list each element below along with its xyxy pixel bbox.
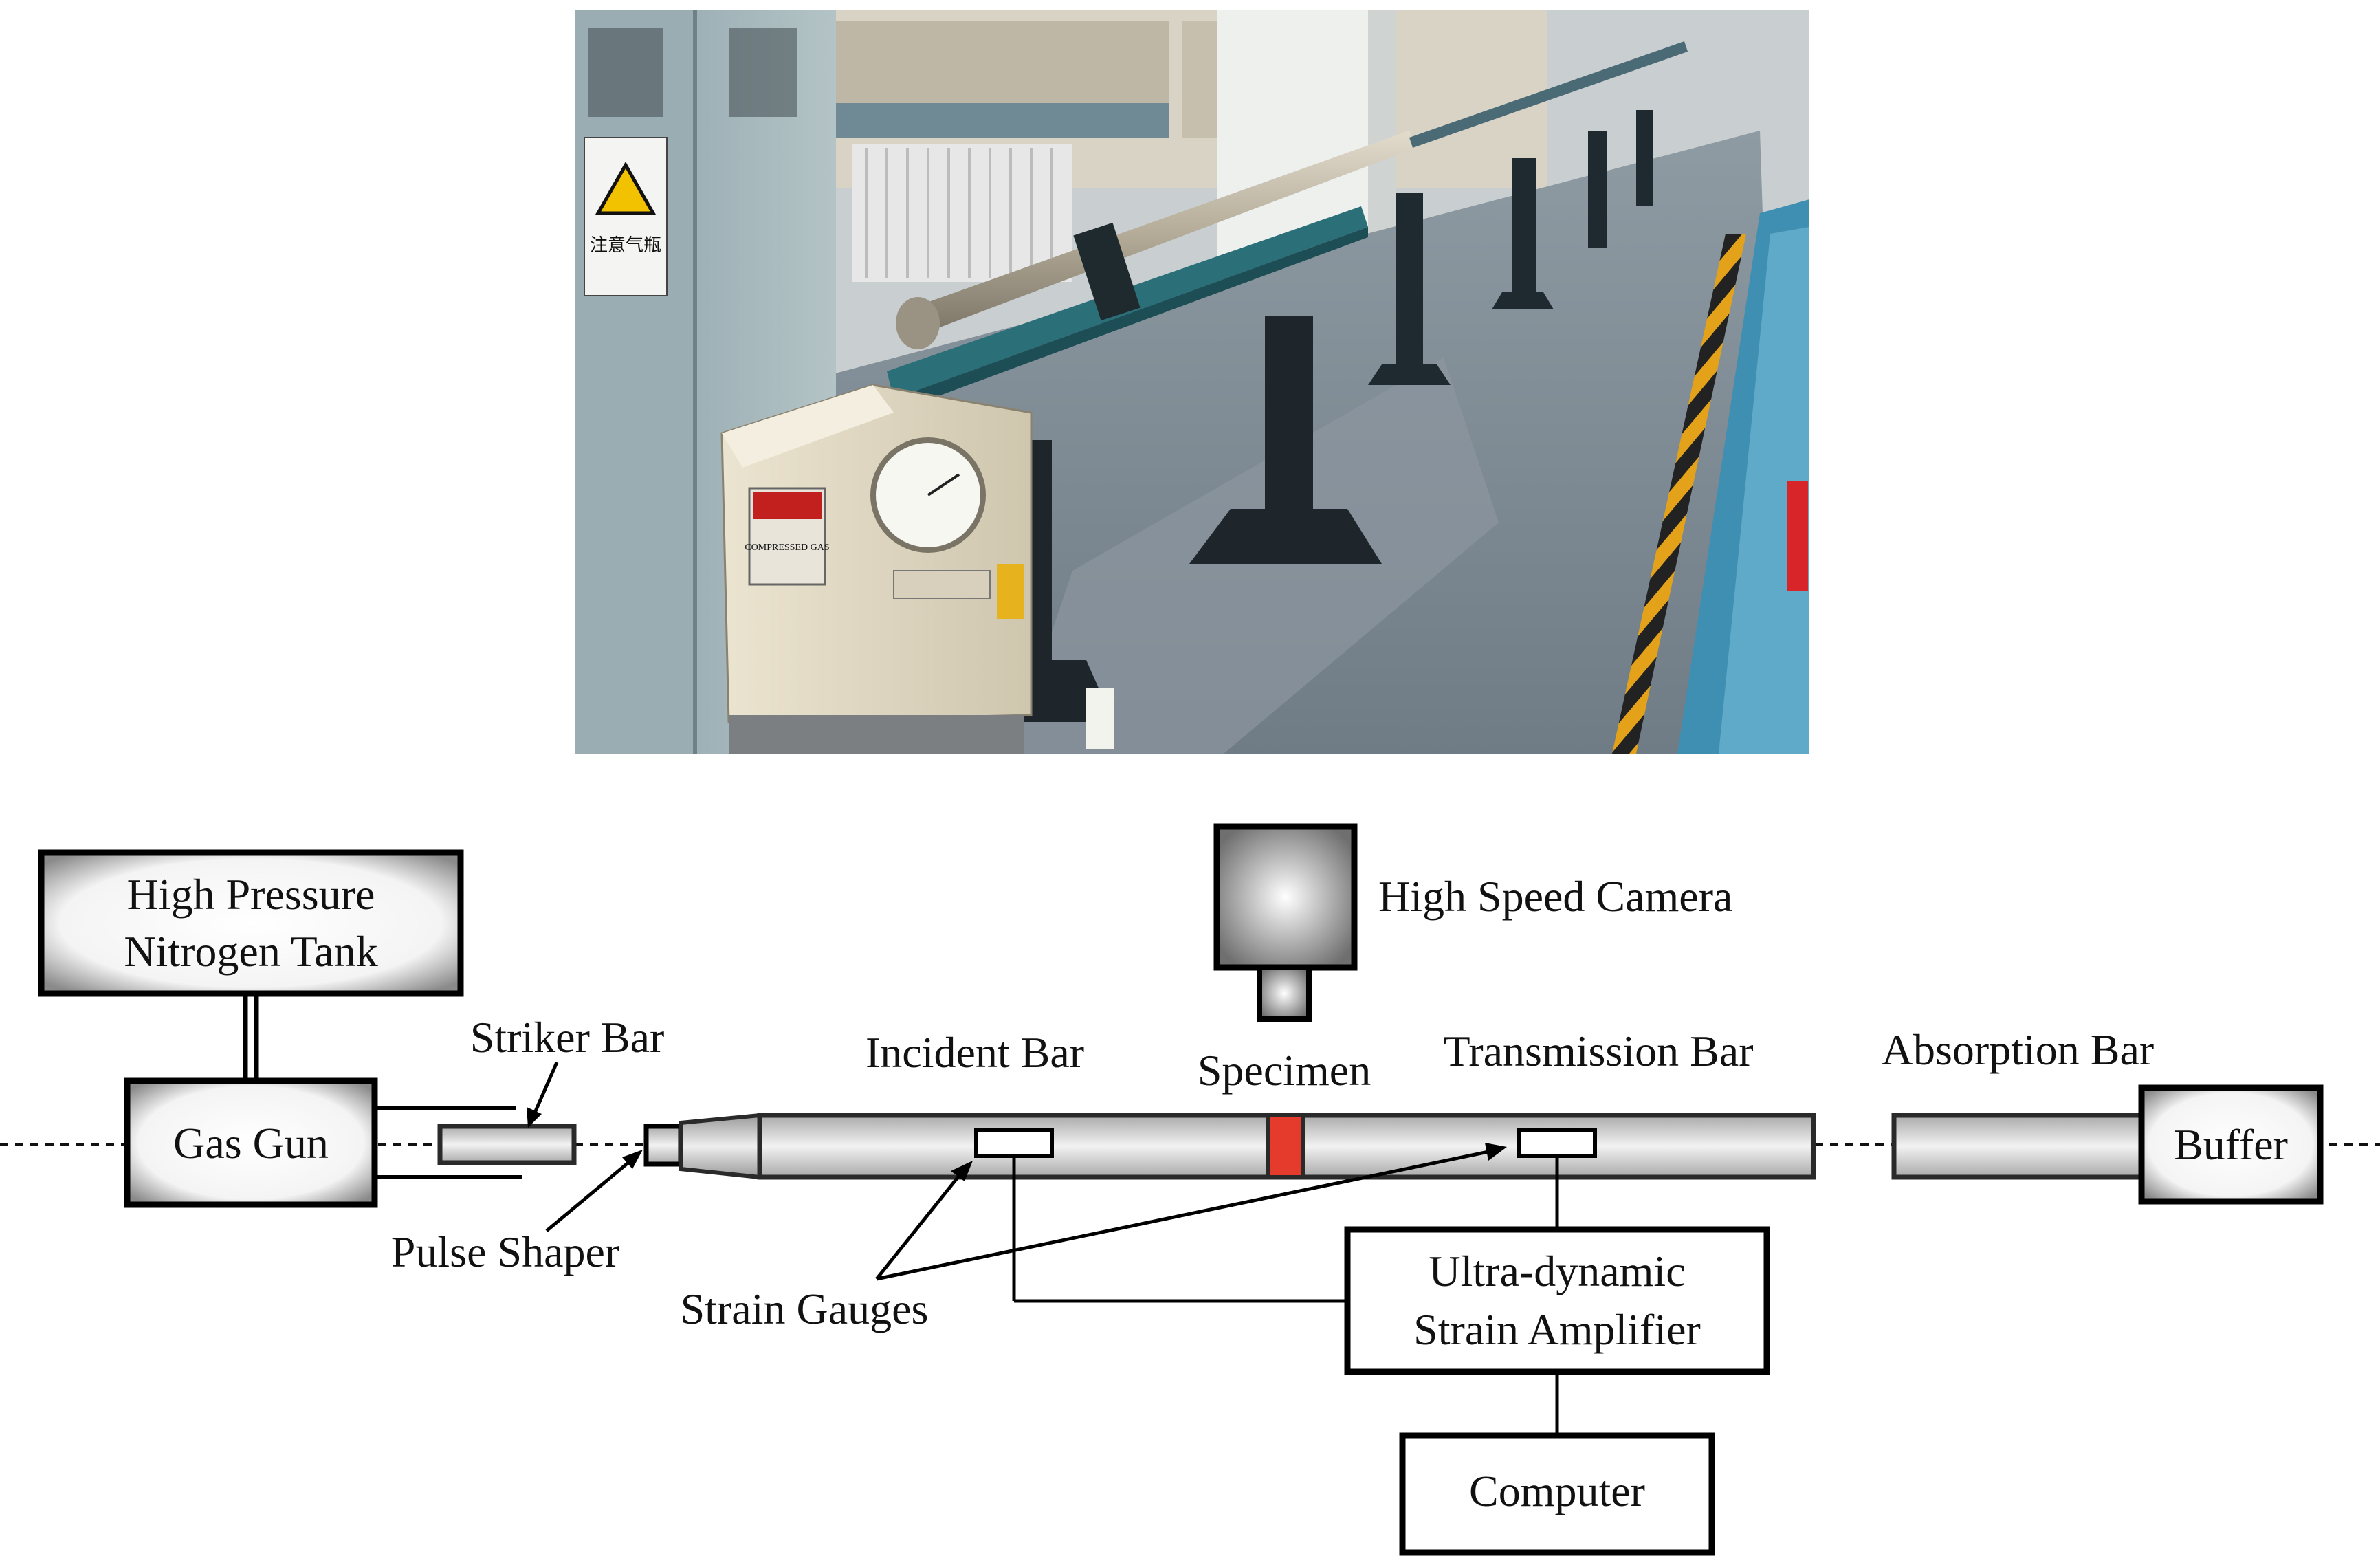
strain-gauge-transmission	[1517, 1128, 1597, 1158]
computer-box	[1399, 1432, 1715, 1556]
amplifier-label-2: Strain Amplifier	[1413, 1305, 1701, 1354]
buffer-label: Buffer	[2174, 1120, 2288, 1169]
strain-gauges-label: Strain Gauges	[681, 1284, 929, 1333]
high-speed-camera-lens	[1257, 965, 1312, 1022]
specimen-label: Specimen	[1198, 1046, 1371, 1095]
high-speed-camera-body	[1213, 823, 1358, 971]
gas-gun-box	[124, 1077, 378, 1208]
computer-label: Computer	[1469, 1467, 1645, 1515]
camera-label: High Speed Camera	[1378, 872, 1732, 921]
amplifier-label-1: Ultra-dynamic	[1429, 1247, 1685, 1295]
strain-amplifier-box	[1344, 1226, 1770, 1375]
lab-photo: 注意气瓶 COMPRESSED	[575, 10, 1809, 754]
incident-taper	[679, 1113, 762, 1180]
sign-caption: 注意气瓶	[590, 235, 661, 255]
absorption-bar-label: Absorption Bar	[1882, 1025, 2154, 1074]
nitrogen-tank-box	[38, 849, 464, 997]
panel-label: COMPRESSED GAS	[745, 543, 829, 553]
nitrogen-tank-label-1: High Pressure	[127, 870, 375, 919]
pulse-shaper-label: Pulse Shaper	[391, 1227, 619, 1276]
specimen	[1266, 1113, 1305, 1179]
strain-gauge-incident	[974, 1128, 1054, 1158]
shpb-schematic: High Pressure Nitrogen Tank Gas Gun Stri…	[0, 823, 2380, 1556]
gas-gun-label: Gas Gun	[173, 1119, 329, 1168]
nitrogen-tank-label-2: Nitrogen Tank	[124, 927, 377, 976]
transmission-bar-label: Transmission Bar	[1443, 1027, 1753, 1075]
absorption-bar	[1891, 1113, 2144, 1180]
striker-bar-label: Striker Bar	[470, 1013, 665, 1062]
incident-bar-label: Incident Bar	[866, 1028, 1084, 1077]
striker-bar	[437, 1124, 577, 1165]
buffer-box	[2138, 1084, 2324, 1205]
pulse-shaper	[643, 1124, 683, 1167]
